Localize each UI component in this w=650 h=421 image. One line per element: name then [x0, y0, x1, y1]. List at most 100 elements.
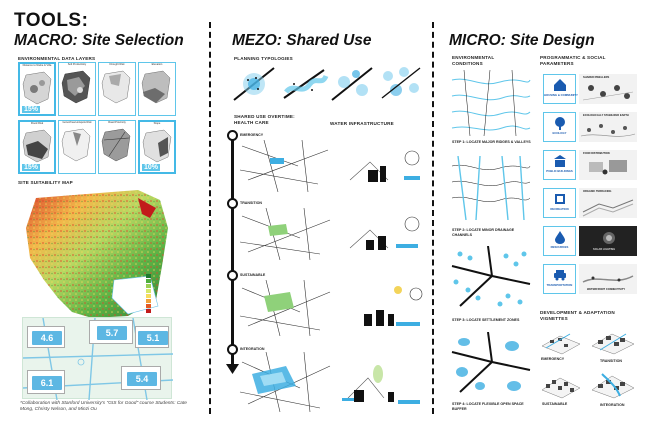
uganda-map-icon	[101, 128, 131, 162]
score-card[interactable]: 6.1	[27, 370, 65, 394]
vignette-label: TRANSITION	[600, 359, 622, 363]
param-recreation[interactable]: RECREATION	[543, 188, 576, 218]
map-tile-title: Gonorrhea Hotspots Risk	[62, 121, 92, 124]
vignette-label: SUSTAINABLE	[542, 402, 568, 406]
programmatic-label: PROGRAMMATIC & SOCIAL PARAMETERS	[540, 55, 606, 66]
environmental-layer-grid: Distance to Ntebe & Villa 15% Soil Produ…	[18, 62, 176, 174]
param-note: ORGANIC TERRACING	[583, 190, 612, 193]
param-label: RESOURCES	[550, 245, 569, 249]
integration-plan-diagram	[239, 352, 420, 412]
mezo-heading: MEZO: Shared Use	[232, 32, 372, 49]
param-label: TRANSPORTATION	[546, 283, 573, 287]
map-tile[interactable]: Flood Risk 15%	[18, 120, 56, 174]
map-tile[interactable]: Soil Productivity	[58, 62, 96, 116]
building-icon	[553, 155, 566, 167]
timeline-node[interactable]	[227, 198, 238, 209]
step3-diagram	[451, 246, 531, 307]
vignette-emergency-drawing	[541, 333, 581, 355]
typology-diagram	[381, 67, 421, 99]
step-label: STEP 3: LOCATE SETTLEMENT ZONES	[452, 318, 520, 322]
site-suitability-label: SITE SUITABILITY MAP	[18, 180, 73, 185]
param-note: FOOD DISTRIBUTION	[583, 152, 610, 155]
param-label: PUBLIC BUILDINGS	[546, 169, 573, 173]
resources-photo: SOLAR LIGHTING	[579, 226, 637, 256]
score-badge: 5.1	[138, 331, 168, 345]
map-tile[interactable]: Slope 10%	[138, 120, 176, 174]
typology-diagram	[283, 69, 329, 99]
uganda-map-icon	[61, 70, 91, 104]
weight-badge: 10%	[142, 164, 161, 171]
water-drop-icon	[554, 231, 565, 244]
ecology-photo: ECOLOGICALLY STABILIZED EARTH	[579, 112, 637, 142]
env-data-layers-label: ENVIRONMENTAL DATA LAYERS	[18, 56, 96, 61]
solar-lighting-rendering	[603, 232, 615, 244]
parameter-list: HOUSING & COMMUNITY SHARED DWELLERS ECOL…	[543, 74, 639, 302]
param-note: SHARED DWELLERS	[583, 76, 610, 79]
section-divider	[432, 22, 434, 414]
transition-plan-diagram	[239, 208, 420, 260]
stage-label: TRANSITION	[240, 201, 262, 205]
param-public-buildings[interactable]: PUBLIC BUILDINGS	[543, 150, 576, 180]
score-badge: 4.6	[32, 331, 62, 345]
timeline-node[interactable]	[227, 344, 238, 355]
map-tile[interactable]: Gonorrhea Hotspots Risk	[58, 120, 96, 174]
planning-typologies-label: PLANNING TYPOLOGIES	[234, 56, 293, 61]
score-badge: 5.7	[97, 326, 127, 340]
vignette-label: INTEGRATION	[600, 403, 625, 407]
param-label: ECOLOGY	[552, 131, 567, 135]
map-tile[interactable]: Distance to Ntebe & Villa 15%	[18, 62, 56, 116]
tree-icon	[554, 117, 565, 130]
score-card[interactable]: 5.1	[135, 326, 169, 348]
housing-rendering	[582, 85, 634, 101]
map-tile[interactable]: Drought Risk	[98, 62, 136, 116]
map-tile-title: Soil Productivity	[67, 63, 87, 66]
ecology-rendering	[580, 124, 636, 137]
housing-photo: SHARED DWELLERS	[579, 74, 637, 104]
uganda-map-icon	[22, 71, 52, 105]
step-label: STEP 2: LOCATE MINOR DRAINAGE CHANNELS	[452, 228, 515, 237]
car-icon	[553, 270, 566, 281]
stage-row-integration: INTEGRATION	[226, 344, 426, 414]
param-note: WATERFRONT CONNECTIVITY	[587, 288, 626, 291]
score-card[interactable]: 4.6	[27, 326, 65, 348]
weight-badge: 15%	[22, 106, 41, 113]
map-tile[interactable]: Elevation	[138, 62, 176, 116]
param-note: ECOLOGICALLY STABILIZED EARTH	[583, 114, 629, 117]
score-card[interactable]: 5.4	[121, 366, 161, 390]
param-housing[interactable]: HOUSING & COMMUNITY	[543, 74, 578, 104]
score-card[interactable]: 5.7	[89, 320, 133, 344]
house-icon	[553, 79, 566, 91]
map-tile[interactable]: Road Proximity	[98, 120, 136, 174]
section-divider	[209, 22, 211, 414]
param-transportation[interactable]: TRANSPORTATION	[543, 264, 576, 294]
timeline-arrow-icon	[226, 364, 239, 374]
uganda-map-icon	[141, 70, 171, 104]
map-tile-title: Road Proximity	[108, 121, 126, 124]
score-badge: 6.1	[32, 376, 62, 390]
suitability-legend	[146, 274, 151, 313]
timeline-node[interactable]	[227, 270, 238, 281]
transportation-photo: WATERFRONT CONNECTIVITY	[579, 264, 637, 294]
recreation-rendering	[582, 199, 634, 217]
map-tile-title: Drought Risk	[109, 63, 125, 66]
sustainable-plan-diagram	[239, 280, 423, 336]
param-label: HOUSING & COMMUNITY	[544, 93, 578, 97]
public-buildings-rendering	[589, 160, 627, 175]
map-tile-title: Slope	[153, 122, 161, 125]
vignette-transition-drawing	[591, 333, 635, 355]
uganda-map-icon	[142, 129, 172, 163]
emergency-plan-diagram	[239, 140, 420, 192]
uganda-map-icon	[22, 129, 52, 163]
page-title: TOOLS:	[14, 10, 89, 31]
recreation-icon	[554, 194, 565, 204]
vignette-label: EMERGENCY	[541, 357, 565, 361]
recreation-photo: ORGANIC TERRACING	[579, 188, 637, 218]
weight-badge: 15%	[22, 164, 41, 171]
timeline-node[interactable]	[227, 130, 238, 141]
shared-use-overtime-label: SHARED USE OVERTIME: HEALTH CARE	[234, 114, 295, 125]
site-score-map: 4.6 5.7 5.1 6.1 5.4	[22, 317, 173, 400]
map-tile-title: Elevation	[151, 63, 163, 66]
param-resources[interactable]: RESOURCES	[543, 226, 576, 256]
param-ecology[interactable]: ECOLOGY	[543, 112, 576, 142]
step2-diagram	[451, 156, 531, 220]
